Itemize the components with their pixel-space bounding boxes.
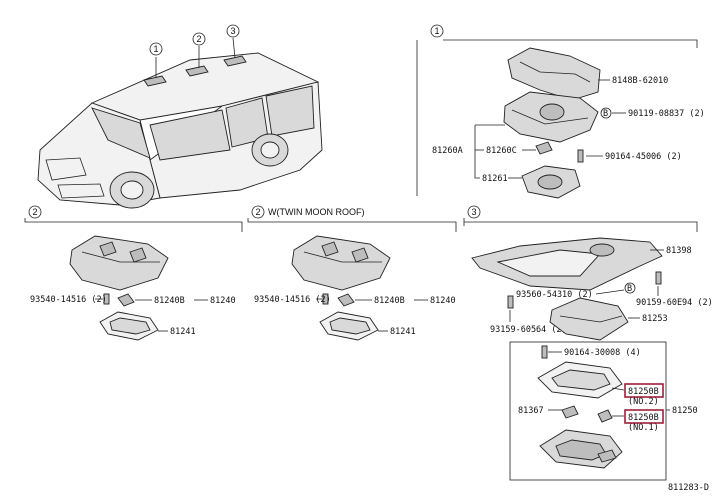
s2a-bulb — [117, 293, 135, 307]
callout-2 — [192, 32, 206, 46]
section-2b-marker — [251, 205, 265, 219]
s3-label-10-sub: (NO.1) — [628, 423, 659, 433]
callout-1 — [149, 42, 163, 56]
section-2a-marker — [28, 205, 42, 219]
section-3: 3 81398 B 93560-54310 (2) 90159-60E94 (2… — [463, 205, 713, 481]
bulb — [535, 141, 553, 155]
callout-2-text: 2 — [197, 34, 202, 44]
s3-label-10: 81250B — [628, 413, 659, 423]
s2a-label-3: 81240 — [210, 296, 236, 306]
callout-3 — [226, 24, 240, 38]
s3-label-5: 81253 — [642, 314, 668, 324]
s3-highlight-2[interactable] — [624, 409, 664, 424]
section-2a: 2 93540-14516 (2) 81240B 81240 81241 — [24, 205, 243, 341]
s2b-label-1: 93540-14516 (2) — [254, 295, 331, 305]
s1-label-4: 81260C — [486, 146, 517, 156]
s1-label-1: 8148B-62010 — [612, 76, 668, 86]
bracket-part — [507, 47, 601, 101]
s3-label-4: 93159-60564 (2) — [490, 325, 567, 335]
s3-label-1: 81398 — [666, 246, 692, 256]
s1-label-5: 90164-45006 (2) — [605, 152, 682, 162]
s3-label-8: 81367 — [518, 406, 544, 416]
s2b-bulb — [337, 293, 355, 307]
section-1: 1 8148B-62010 B 90119-08837 (2) 81260C 9… — [416, 24, 705, 199]
s3-label-7-sub: (NO.2) — [628, 397, 659, 407]
section-1-marker-text: 1 — [435, 26, 440, 36]
s3-marker-b-text: B — [627, 284, 632, 294]
callout-1-text: 1 — [154, 44, 159, 54]
s1-label-6: 81261 — [482, 174, 508, 184]
s1-label-2: 90119-08837 (2) — [628, 109, 705, 119]
s3-module — [549, 297, 629, 341]
s2b-label-3: 81240 — [430, 296, 456, 306]
s3-subassembly-box — [509, 341, 667, 481]
s1-marker-b-text: B — [603, 109, 608, 119]
s2b-housing — [291, 235, 391, 291]
s3-label-7: 81250B — [628, 387, 659, 397]
s2a-label-1: 93540-14516 (2) — [30, 295, 107, 305]
s3-label-6: 90164-30008 (4) — [564, 348, 641, 358]
s3-highlight-1[interactable] — [624, 383, 664, 398]
s3-label-9: 81250 — [672, 406, 698, 416]
diagram-code: 811283-D — [668, 483, 709, 493]
vehicle-illustration: 1 2 3 — [37, 24, 323, 209]
s3-marker-b — [624, 282, 636, 294]
section-2b-marker-text: 2 — [256, 207, 261, 217]
s3-label-3: 90159-60E94 (2) — [636, 298, 713, 308]
section-2b-title: W(TWIN MOON ROOF) — [268, 207, 364, 217]
s2a-housing — [69, 235, 169, 291]
callout-3-text: 3 — [231, 26, 236, 36]
section-2b: 2 W(TWIN MOON ROOF) 93540-14516 (2) 8124… — [247, 205, 457, 341]
section-3-marker — [467, 205, 481, 219]
section-1-marker — [430, 24, 444, 38]
s3-label-2: 93560-54310 (2) — [516, 290, 593, 300]
s2a-label-2: 81240B — [154, 296, 185, 306]
s1-marker-b — [600, 107, 612, 119]
s2b-label-4: 81241 — [390, 327, 416, 337]
s1-label-3: 81260A — [432, 146, 463, 156]
section-2a-marker-text: 2 — [33, 207, 38, 217]
s3-bulb — [561, 405, 579, 419]
s2b-label-2: 81240B — [374, 296, 405, 306]
section-3-marker-text: 3 — [472, 207, 477, 217]
s2a-label-4: 81241 — [170, 327, 196, 337]
